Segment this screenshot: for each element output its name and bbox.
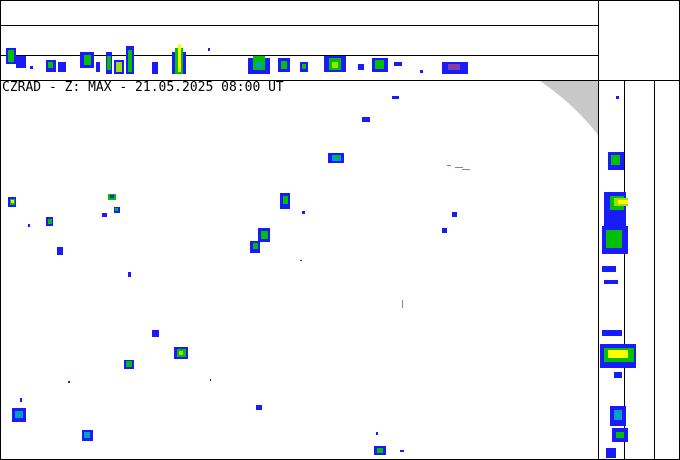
out-of-range-area (540, 81, 598, 135)
right-panel-line-1 (624, 80, 625, 460)
top-profile-echoes (6, 44, 468, 74)
top-panel-divider (0, 80, 680, 81)
product-title: CZRAD - Z: MAX - 21.05.2025 08:00 UT (2, 80, 284, 95)
right-panel-divider (598, 0, 599, 460)
right-panel-line-2 (654, 80, 655, 460)
right-profile-echoes (600, 96, 636, 458)
main-echoes (8, 96, 470, 455)
top-panel-line-2 (0, 55, 598, 56)
top-panel-line-1 (0, 25, 598, 26)
